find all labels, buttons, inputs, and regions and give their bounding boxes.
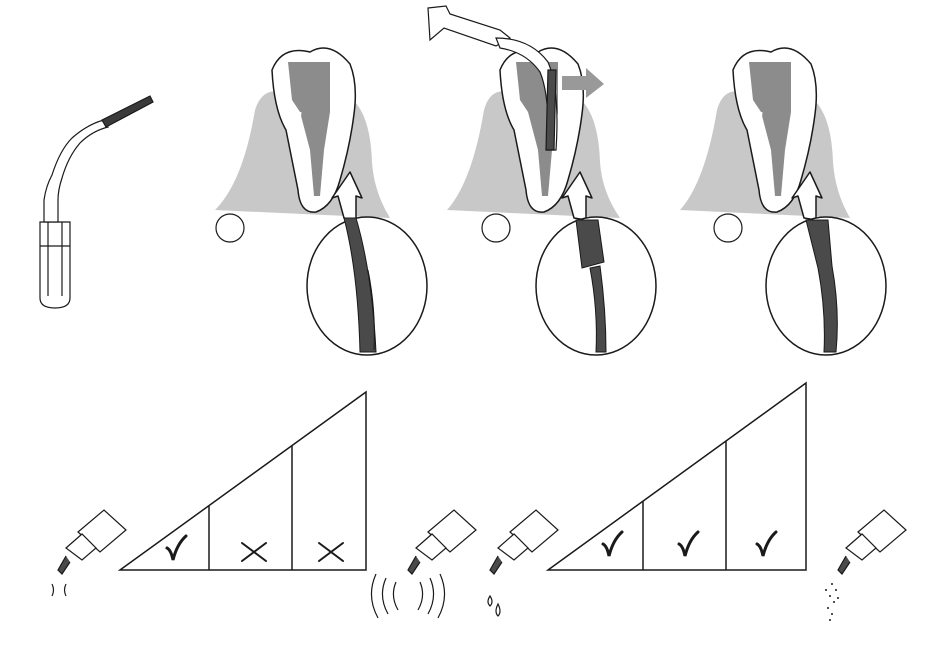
rating-scale-2 xyxy=(548,383,806,570)
handpiece-low-power-icon xyxy=(52,510,126,596)
step-1-circle-marker xyxy=(216,214,244,242)
step-2-circle-marker xyxy=(482,214,510,242)
step-3-illustration xyxy=(680,48,886,355)
handpiece-high-power-icon xyxy=(371,510,476,618)
step-2-illustration xyxy=(428,6,656,355)
rating-scale-1 xyxy=(120,392,366,570)
step-3-magnifier xyxy=(766,217,886,355)
handpiece-drip-irrigation-icon xyxy=(488,510,558,616)
ultrasonic-tip-illustration xyxy=(40,96,153,308)
step-1-magnifier xyxy=(307,217,427,355)
step-3-circle-marker xyxy=(714,214,742,242)
step-1-illustration xyxy=(215,48,427,355)
step-2-magnifier xyxy=(536,217,656,355)
handpiece-spray-icon xyxy=(825,510,906,621)
